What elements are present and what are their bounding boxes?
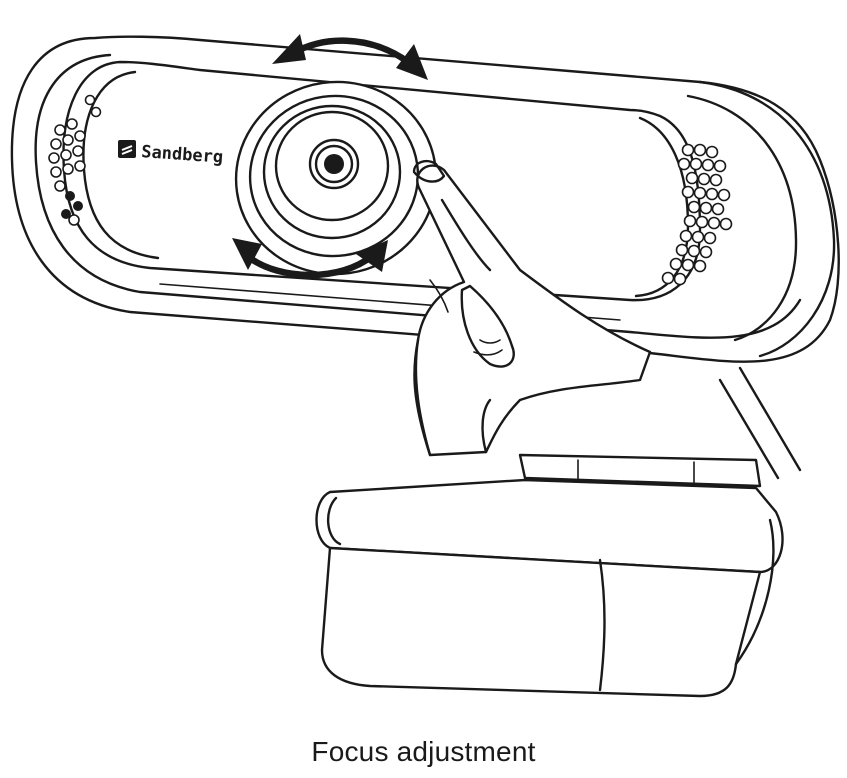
sandberg-logo-icon <box>118 140 136 158</box>
webcam-body: Sandberg <box>10 35 840 363</box>
curved-double-arrow-icon <box>232 238 388 279</box>
left-speaker-holes <box>48 94 102 226</box>
figure-caption: Focus adjustment <box>311 736 536 767</box>
pointing-hand-icon <box>412 160 652 457</box>
lens-assembly <box>234 80 438 276</box>
webcam-stand <box>315 366 802 698</box>
right-speaker-holes <box>661 143 733 286</box>
curved-double-arrow-icon <box>272 34 428 80</box>
